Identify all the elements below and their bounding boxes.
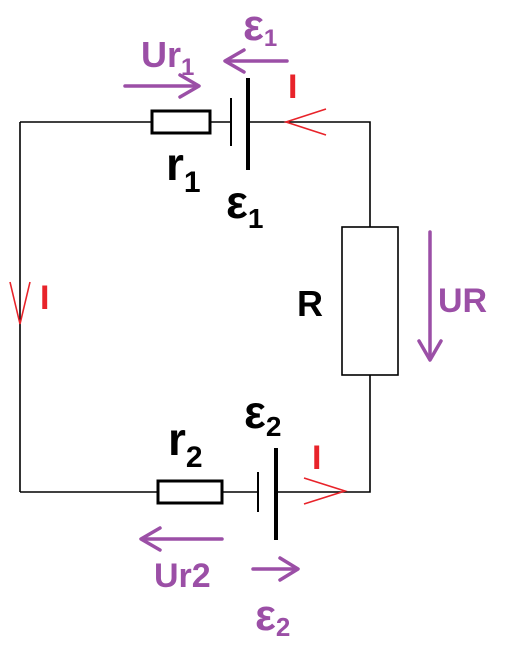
emf2-arrow-head [278,556,300,582]
label-r2: r2 [168,413,203,474]
internal-resistor-r2 [156,479,224,505]
label-current-left: I [40,279,49,317]
label-current-bottom: I [312,439,321,477]
label-ur1: Ur1 [141,34,194,81]
voltage-arrows [123,48,443,582]
label-r1: r1 [166,138,201,199]
current-arrow-left [9,281,31,325]
internal-resistor-r1 [150,109,212,135]
label-epsilon1: ε1 [226,176,263,234]
current-arrow-bottom [303,477,348,505]
label-ur2: Ur2 [154,557,211,595]
ur1-arrow-head [178,73,201,99]
label-epsilon2: ε2 [244,386,281,442]
current-arrows [9,108,348,505]
circuit-wires [19,121,371,493]
current-arrow-top [283,108,327,136]
uR-arrow-head [417,339,443,362]
label-emf1-arrow: ε1 [243,1,277,52]
battery-1 [230,78,250,170]
resistor-R [341,226,399,376]
ur2-arrow-head [139,526,162,552]
battery-2 [257,448,278,540]
emf1-arrow-head [223,48,246,74]
label-R: R [297,283,323,324]
wire-right-lower [277,375,371,493]
label-current-top: I [288,68,297,106]
wire-top-right [249,121,371,227]
label-emf2-arrow: ε2 [255,591,290,642]
label-uR: UR [438,282,487,320]
